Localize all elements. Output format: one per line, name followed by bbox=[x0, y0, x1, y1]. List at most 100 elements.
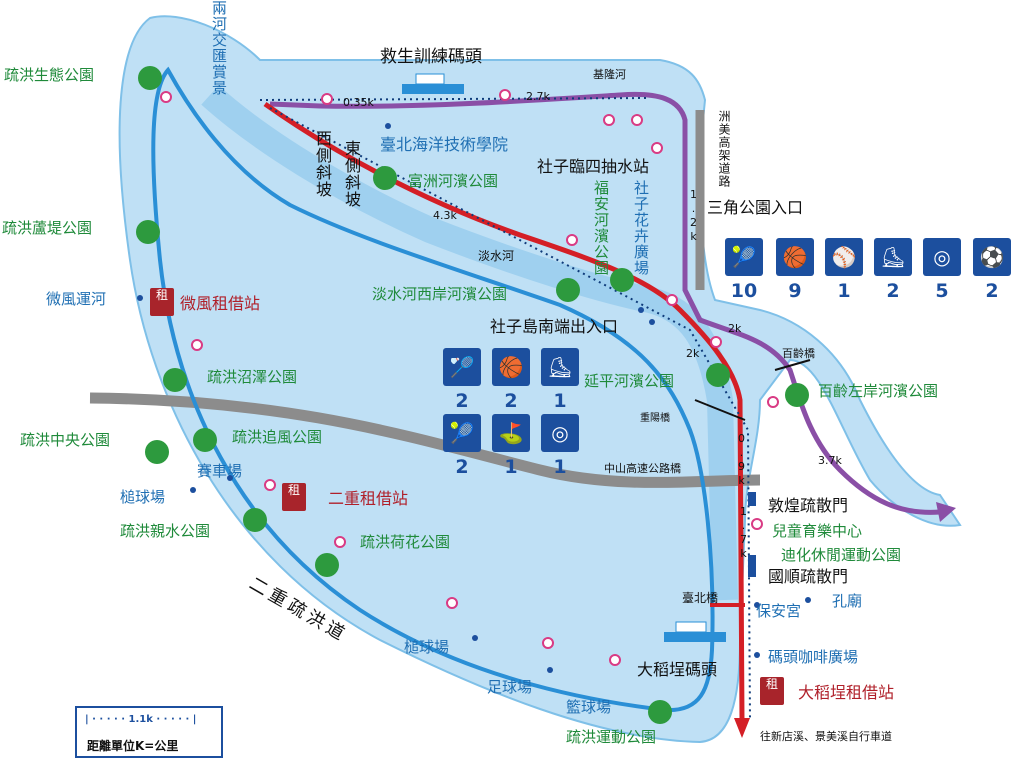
fuan-park-label: 福安河濱公園 bbox=[592, 180, 610, 276]
bike-rental-icon: 租 bbox=[282, 483, 306, 511]
baoan-temple-label: 保安宮 bbox=[756, 602, 802, 620]
sport-top-0: 🎾10 bbox=[724, 238, 764, 302]
maritime-school-label: 臺北海洋技術學院 bbox=[380, 135, 509, 154]
badminton-icon: 🏸 bbox=[443, 348, 481, 386]
confucius-temple-label: 孔廟 bbox=[832, 592, 863, 610]
guoshun-gate-label: 國順疏散門 bbox=[768, 567, 849, 586]
zhongshan-bridge-label: 中山高速公路橋 bbox=[604, 462, 681, 475]
distance-label-035: 0.35k bbox=[343, 96, 374, 109]
scale-bar: | · · · · · 1.1k · · · · · | bbox=[85, 714, 197, 725]
rescue-boat-icon bbox=[402, 73, 464, 94]
lotus-park-label: 疏洪荷花公園 bbox=[360, 533, 451, 551]
keelung-river-label: 基隆河 bbox=[593, 68, 626, 81]
gateball-west-label: 槌球場 bbox=[120, 488, 166, 506]
soccer-icon: ⚽ bbox=[973, 238, 1011, 276]
tamsui-river-label: 淡水河 bbox=[478, 249, 515, 263]
expressway-label: 洲美高架道路 bbox=[717, 110, 731, 188]
sport-top-2: ⚾1 bbox=[824, 238, 864, 302]
distance-label-17: 1.7k bbox=[737, 505, 750, 561]
sport-count: 2 bbox=[504, 390, 518, 412]
water-park-label: 疏洪親水公園 bbox=[120, 522, 211, 540]
wind-park-label: 疏洪追風公園 bbox=[232, 428, 323, 446]
red-arrowhead bbox=[734, 718, 750, 738]
sport-top-1: 🏀9 bbox=[775, 238, 815, 302]
dihua-park-label: 迪化休閒運動公園 bbox=[781, 546, 902, 564]
rescue-pier-label: 救生訓練碼頭 bbox=[380, 47, 482, 67]
racecourse-label: 賽車場 bbox=[197, 462, 243, 480]
central-park-label: 疏洪中央公園 bbox=[20, 431, 111, 449]
dadaocheng-pier-label: 大稻埕碼頭 bbox=[637, 660, 718, 679]
chongyang-bridge-label: 重陽橋 bbox=[640, 413, 670, 424]
skate-icon: ⛸ bbox=[541, 348, 579, 386]
sport-top-4: ◎5 bbox=[922, 238, 962, 302]
sport-mid-5: ◎1 bbox=[540, 414, 580, 478]
dunhuang-gate-label: 敦煌疏散門 bbox=[768, 496, 849, 515]
confluence-label: 兩河交匯賞景 bbox=[210, 0, 228, 96]
sport-count: 1 bbox=[837, 280, 851, 302]
sport-top-5: ⚽2 bbox=[972, 238, 1012, 302]
sport-mid-0: 🏸2 bbox=[442, 348, 482, 412]
direction-markers bbox=[160, 89, 779, 666]
distance-label-27: 2.7k bbox=[526, 90, 550, 103]
bike-rental-icon: 租 bbox=[150, 288, 174, 316]
pier-plaza-label: 碼頭咖啡廣場 bbox=[768, 648, 859, 666]
breeze-canal-label: 微風運河 bbox=[46, 290, 107, 308]
erchong-rental-label: 二重租借站 bbox=[328, 489, 409, 508]
distance-label-2k-a: 2k bbox=[728, 322, 742, 335]
sport-count: 10 bbox=[730, 280, 758, 302]
rings-icon: ◎ bbox=[923, 238, 961, 276]
shezi-south-entrance-label: 社子島南端出入口 bbox=[490, 317, 619, 336]
sport-count: 1 bbox=[504, 456, 518, 478]
erchong-rental-station: 租 二重租借站 bbox=[282, 483, 408, 511]
basketball-icon: 🏀 bbox=[776, 238, 814, 276]
dotted-distance-top bbox=[259, 97, 651, 101]
distance-label-43: 4.3k bbox=[433, 209, 457, 222]
sport-mid-4: ⛳1 bbox=[491, 414, 531, 478]
bailing-bridge-label: 百齡橋 bbox=[782, 347, 815, 360]
sport-count: 5 bbox=[935, 280, 949, 302]
distance-label-12: 1.2k bbox=[687, 188, 700, 244]
purple-arrowhead bbox=[936, 502, 956, 522]
breeze-rental-label: 微風租借站 bbox=[180, 294, 261, 313]
bailing-bridge-line bbox=[774, 359, 811, 371]
dadaocheng-rental-label: 大稻埕租借站 bbox=[798, 683, 895, 702]
sport-mid-2: ⛸1 bbox=[540, 348, 580, 412]
taipei-bridge-label: 臺北橋 bbox=[682, 591, 719, 605]
croquet-icon: ⛳ bbox=[492, 414, 530, 452]
reed-park-label: 疏洪蘆堤公園 bbox=[2, 219, 93, 237]
sanjiao-entrance-label: 三角公園入口 bbox=[707, 198, 804, 217]
distance-label-37: 3.7k bbox=[818, 454, 842, 467]
dadaocheng-rental-station: 租 大稻埕租借站 bbox=[760, 677, 894, 705]
to-xindian-label: 往新店溪、景美溪自行車道 bbox=[760, 730, 892, 743]
sport-count: 2 bbox=[455, 456, 469, 478]
place-dots bbox=[137, 123, 811, 673]
red-route bbox=[263, 101, 745, 721]
shezi-flower-label: 社子花卉廣場 bbox=[632, 180, 650, 276]
breeze-rental-station: 租 微風租借站 bbox=[150, 288, 260, 316]
distance-label-09: 0.9k bbox=[735, 432, 748, 488]
park-trees bbox=[136, 66, 809, 724]
zhongshan-highway bbox=[89, 392, 761, 488]
sports-park-label: 疏洪運動公園 bbox=[566, 728, 657, 746]
marsh-park-label: 疏洪沼澤公園 bbox=[207, 368, 298, 386]
yanping-park-label: 延平河濱公園 bbox=[584, 372, 675, 390]
sport-count: 9 bbox=[788, 280, 802, 302]
gateball-south-label: 槌球場 bbox=[404, 638, 450, 656]
basketball-court-label: 籃球場 bbox=[566, 698, 612, 716]
sport-count: 2 bbox=[886, 280, 900, 302]
distance-unit-label: 距離單位K=公里 bbox=[87, 739, 179, 753]
bike-rental-icon: 租 bbox=[760, 677, 784, 705]
soccer-label: 足球場 bbox=[487, 678, 533, 696]
baseball-icon: ⚾ bbox=[825, 238, 863, 276]
tennis-icon: 🎾 bbox=[443, 414, 481, 452]
sport-top-3: ⛸2 bbox=[873, 238, 913, 302]
west-slope-label: 西側斜坡 bbox=[313, 130, 332, 198]
bailing-park-label: 百齡左岸河濱公園 bbox=[818, 382, 939, 400]
pump-station-label: 社子臨四抽水站 bbox=[537, 157, 650, 176]
purple-route bbox=[269, 91, 941, 515]
distance-label-2k-b: 2k bbox=[686, 347, 700, 360]
eco-park-label: 疏洪生態公園 bbox=[4, 66, 95, 84]
sport-count: 1 bbox=[553, 390, 567, 412]
sport-count: 2 bbox=[985, 280, 999, 302]
